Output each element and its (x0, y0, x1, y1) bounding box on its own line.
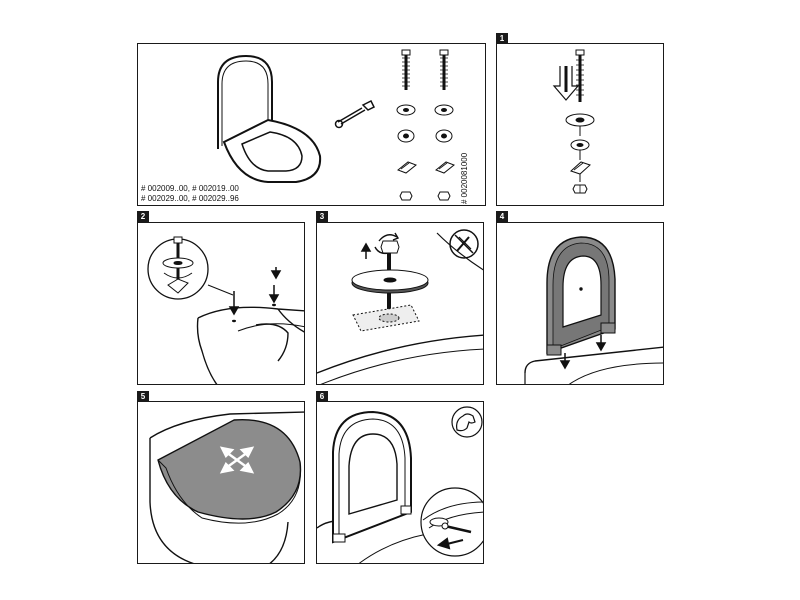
strength-icon (451, 406, 483, 438)
step-4-panel (496, 222, 664, 385)
step-2-illustration (147, 236, 304, 384)
product-codes-line-1: # 002009..00, # 002019..00 (141, 184, 239, 193)
bolt-detail-callout (147, 236, 209, 300)
bolt-set-right (434, 49, 455, 201)
step-6-illustration (317, 406, 483, 563)
bolt-set-left (396, 49, 417, 201)
step-6-badge: 6 (316, 391, 328, 403)
step-6-panel (316, 401, 484, 564)
toilet-bowl-illustration (196, 306, 304, 384)
overview-illustration (217, 49, 455, 201)
down-arrow-icon (228, 267, 282, 316)
step-1-badge: 1 (496, 33, 508, 45)
kit-code: # 0020081000 (460, 152, 469, 204)
seat-upright-illustration (332, 410, 412, 544)
mounting-hole-left (232, 319, 236, 323)
bolt-illustration (565, 49, 595, 194)
seat-illustration (217, 54, 322, 183)
step-4-illustration (524, 236, 663, 384)
arrow-right-icon (436, 537, 464, 550)
step-2-badge: 2 (137, 211, 149, 223)
step-2-panel (137, 222, 305, 385)
release-detail-callout (420, 487, 483, 557)
step-3-panel (316, 222, 484, 385)
seat-upright-illustration (546, 236, 616, 356)
mounting-hole-right (272, 303, 276, 307)
down-arrow-icon (559, 335, 607, 370)
down-arrow-icon (552, 66, 580, 101)
step-3-badge: 3 (316, 211, 328, 223)
step-5-badge: 5 (137, 391, 149, 403)
step-4-badge: 4 (496, 211, 508, 223)
no-tools-icon (449, 229, 479, 259)
spanner-illustration (334, 99, 376, 129)
toilet-bowl-illustration (149, 411, 304, 563)
step-3-illustration (317, 229, 483, 384)
step-1-illustration (552, 49, 595, 194)
product-codes: # 002009..00, # 002019..00 # 002029..00,… (141, 184, 239, 204)
step-1-panel (496, 43, 664, 206)
step-5-panel (137, 401, 305, 564)
bolt-washer-illustration (351, 240, 429, 332)
overview-panel: # 002009..00, # 002019..00 # 002029..00,… (137, 43, 486, 206)
up-arrow-icon (360, 242, 372, 259)
cross-arrows-icon (219, 446, 255, 474)
step-5-illustration (149, 411, 304, 563)
product-codes-line-2: # 002029..00, # 002029..96 (141, 194, 239, 203)
